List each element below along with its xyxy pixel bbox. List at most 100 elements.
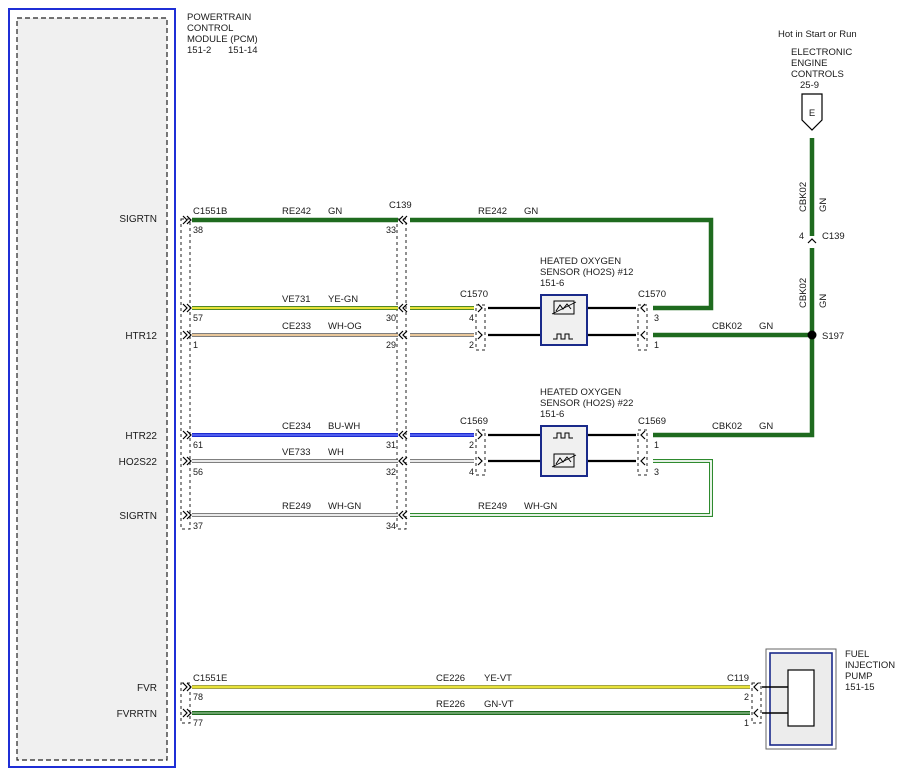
pin-label-sigrtn-bottom: SIGRTN bbox=[119, 511, 157, 522]
wire-re242-right-color: GN bbox=[524, 206, 538, 217]
chevron-c1551b-61 bbox=[182, 430, 192, 440]
pump-outer-frame bbox=[765, 648, 837, 750]
pin-4-c139-right: 4 bbox=[799, 231, 804, 241]
pin-33: 33 bbox=[386, 225, 396, 235]
chevron-c1570-1 bbox=[640, 330, 646, 340]
connector-c1569-left: C1569 bbox=[460, 416, 488, 427]
chevron-c1551b-37 bbox=[182, 510, 192, 520]
connector-outlines bbox=[180, 218, 762, 724]
pump-motor-icon bbox=[787, 669, 815, 727]
pin-38: 38 bbox=[193, 225, 203, 235]
connector-c1569-right: C1569 bbox=[638, 416, 666, 427]
pin-1-c1569: 1 bbox=[654, 440, 659, 450]
pin-label-htr12: HTR12 bbox=[125, 331, 157, 342]
pin-3-c1570: 3 bbox=[654, 313, 659, 323]
wire-re242-seg2 bbox=[410, 217, 714, 311]
pin-1-c119: 1 bbox=[744, 718, 749, 728]
sensor2-element-slash bbox=[551, 454, 577, 468]
pin-29: 29 bbox=[386, 340, 396, 350]
wire-cbk02-s2 bbox=[653, 335, 815, 438]
chevron-c139-33 bbox=[398, 215, 408, 225]
chevron-c1570-2 bbox=[477, 330, 483, 340]
wire-ce234-color: BU-WH bbox=[328, 421, 360, 432]
wire-re249-right-color: WH-GN bbox=[524, 501, 557, 512]
heater-icon bbox=[553, 333, 573, 340]
sensor2-element-box bbox=[553, 453, 575, 468]
pin-4-c1570: 4 bbox=[469, 313, 474, 323]
chevron-c1551e-78 bbox=[182, 682, 192, 692]
fuel-injection-pump bbox=[762, 648, 837, 750]
splice-s197-label: S197 bbox=[822, 331, 844, 342]
pin-30: 30 bbox=[386, 313, 396, 323]
chevron-c1570-3 bbox=[640, 303, 646, 313]
chevron-c139-30 bbox=[398, 303, 408, 313]
pin-61: 61 bbox=[193, 440, 203, 450]
pcm-ref-2: 151-14 bbox=[228, 45, 258, 56]
wire-ve733-color: WH bbox=[328, 447, 344, 458]
sensor2-body bbox=[540, 425, 588, 477]
wire-ce234-circuit: CE234 bbox=[282, 421, 311, 432]
wire-ce233-circuit: CE233 bbox=[282, 321, 311, 332]
wire-re226-circuit: RE226 bbox=[436, 699, 465, 710]
pin-2-c1570: 2 bbox=[469, 340, 474, 350]
pin-32: 32 bbox=[386, 467, 396, 477]
heater-icon bbox=[553, 432, 573, 439]
wire-ve733-circuit: VE733 bbox=[282, 447, 311, 458]
chevron-c1569-4 bbox=[477, 456, 483, 466]
chevron-c119-2 bbox=[753, 682, 759, 692]
wire-cbk02-s2-color: GN bbox=[759, 421, 773, 432]
pin-37: 37 bbox=[193, 521, 203, 531]
wire-re249-left-color: WH-GN bbox=[328, 501, 361, 512]
pcm-border bbox=[8, 8, 176, 768]
pin-34: 34 bbox=[386, 521, 396, 531]
pin-label-ho2s22: HO2S22 bbox=[119, 457, 158, 468]
wire-cbk02-vert-top-circuit: CBK02 bbox=[798, 182, 809, 212]
wire-re249 bbox=[192, 459, 713, 517]
pin-56: 56 bbox=[193, 467, 203, 477]
wire-re242-right-circuit: RE242 bbox=[478, 206, 507, 217]
chevron-c1551b-1 bbox=[182, 330, 192, 340]
pcm-inner-dashed bbox=[16, 17, 168, 761]
pump-title-line1: FUEL bbox=[845, 649, 869, 660]
chevron-c1569-2 bbox=[477, 430, 483, 440]
connector-c139-outline bbox=[396, 218, 407, 530]
sensor1-ref: 151-6 bbox=[540, 278, 564, 289]
sensor2-title-line1: HEATED OXYGEN bbox=[540, 387, 621, 398]
connector-c119: C119 bbox=[727, 673, 749, 684]
chevron-c1551b-38 bbox=[182, 215, 192, 225]
wire-cbk02-s1-color: GN bbox=[759, 321, 773, 332]
pcm-module bbox=[8, 8, 176, 768]
pin-78: 78 bbox=[193, 692, 203, 702]
pin-1-c1551b: 1 bbox=[193, 340, 198, 350]
chevron-c139-29 bbox=[398, 330, 408, 340]
wire-cbk02-s2-circuit: CBK02 bbox=[712, 421, 742, 432]
connector-c1570-right-outline bbox=[637, 304, 648, 351]
wire-ce233-color: WH-OG bbox=[328, 321, 362, 332]
chevron-c139-4 bbox=[807, 238, 817, 244]
pump-ref: 151-15 bbox=[845, 682, 875, 693]
wire-re249-inner2 bbox=[410, 460, 712, 516]
pin-77: 77 bbox=[193, 718, 203, 728]
wire-re226-color: GN-VT bbox=[484, 699, 514, 710]
connector-c1570-left: C1570 bbox=[460, 289, 488, 300]
hot-in-start-label: Hot in Start or Run bbox=[778, 29, 857, 40]
power-terminal-letter: E bbox=[809, 108, 815, 119]
pin-1-c1570: 1 bbox=[654, 340, 659, 350]
wire-re242-left-color: GN bbox=[328, 206, 342, 217]
chevron-c139-31 bbox=[398, 430, 408, 440]
wire-cbk02-vert-mid-circuit: CBK02 bbox=[798, 278, 809, 308]
wire-ce226-color: YE-VT bbox=[484, 673, 512, 684]
chevron-c1570-4 bbox=[477, 303, 483, 313]
wire-re249-left-circuit: RE249 bbox=[282, 501, 311, 512]
power-title-line2: ENGINE bbox=[791, 58, 827, 69]
connector-c1569-left-outline bbox=[475, 429, 486, 476]
chevron-c1551b-56 bbox=[182, 456, 192, 466]
sensor2-title-line2: SENSOR (HO2S) #22 bbox=[540, 398, 633, 409]
chevron-c119-1 bbox=[753, 708, 759, 718]
pin-label-fvr: FVR bbox=[137, 683, 157, 694]
pin-label-sigrtn-top: SIGRTN bbox=[119, 214, 157, 225]
wire-ce226-circuit: CE226 bbox=[436, 673, 465, 684]
connector-c1551b-outline bbox=[180, 218, 191, 530]
connector-chevrons bbox=[182, 215, 817, 718]
wire-cbk02-s1-circuit: CBK02 bbox=[712, 321, 742, 332]
